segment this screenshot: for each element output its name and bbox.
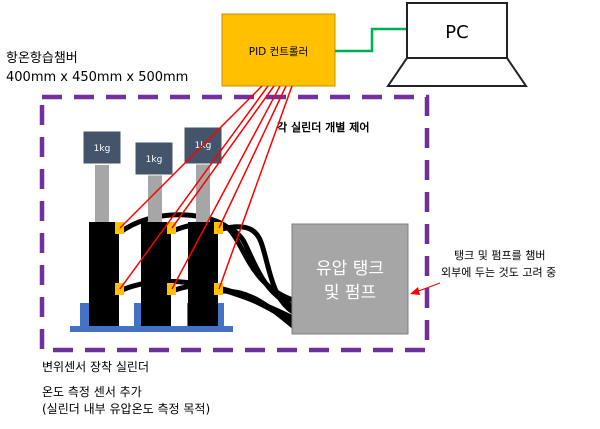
signal-line [218, 85, 293, 290]
signal-line [171, 85, 281, 290]
control-note: 각 실린더 개별 제어 [277, 120, 369, 134]
bottom-note-line1: 변위센서 장착 실린더 [42, 360, 149, 374]
cylinder-body [89, 222, 119, 326]
tank-label-line1: 유압 탱크 [316, 259, 384, 279]
weight-label: 1kg [146, 155, 163, 165]
displacement-sensor [214, 222, 223, 234]
cylinder-1 [82, 130, 124, 326]
laptop-keyboard [386, 57, 528, 87]
hydraulic-hose [219, 288, 296, 329]
cylinder-body [188, 222, 218, 326]
temperature-sensor [115, 283, 124, 295]
tank-note-line2: 외부에 두는 것도 고려 중 [441, 266, 556, 279]
hydraulic-tank-pump [291, 223, 409, 335]
piston-rod [196, 164, 210, 223]
pid-controller-box [221, 13, 336, 87]
tank-note-line1: 탱크 및 펌프를 챔버 [454, 249, 545, 262]
weight-block [134, 141, 174, 176]
signal-line [218, 85, 287, 229]
signal-line [119, 85, 269, 290]
laptop-icon [386, 2, 528, 87]
bottom-note-line3: (실린더 내부 유압온도 측정 목적) [42, 402, 210, 416]
displacement-sensor [115, 222, 124, 234]
pid-controller-label: PID 컨트롤러 [249, 46, 309, 58]
tank-note-arrow [415, 282, 441, 293]
signal-line [171, 85, 275, 229]
temperature-sensor [167, 283, 176, 295]
bottom-note-line2: 온도 측정 센서 추가 [42, 385, 142, 399]
pc-label: PC [445, 22, 468, 43]
weight-block [82, 130, 122, 165]
displacement-sensor [167, 222, 176, 234]
signal-lines [119, 85, 293, 290]
cylinder-2 [134, 141, 176, 326]
chamber-title: 항온항습챔버 [6, 51, 78, 66]
network-cable [335, 27, 410, 53]
chamber-boundary [39, 94, 430, 353]
signal-line [119, 85, 263, 229]
laptop-screen [406, 2, 508, 59]
tank-note-arrowhead [410, 287, 420, 295]
tank-label-line2: 및 펌프 [324, 283, 376, 303]
temperature-sensor [214, 283, 223, 295]
hydraulic-hose [219, 224, 296, 315]
cylinder-body [141, 222, 171, 326]
weight-label: 1kg [94, 144, 111, 154]
piston-rod [148, 175, 162, 223]
chamber-size: 400mm x 450mm x 500mm [6, 70, 188, 85]
piston-rod [95, 165, 109, 223]
base-rail [70, 326, 233, 332]
